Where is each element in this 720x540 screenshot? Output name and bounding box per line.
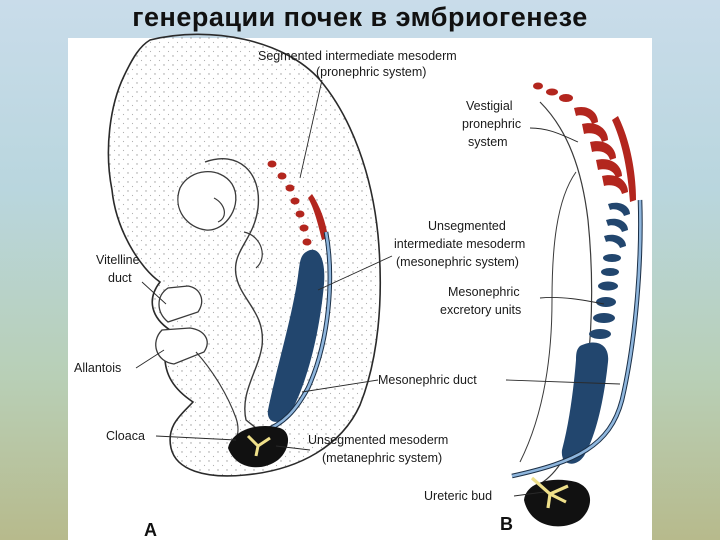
labels: Segmented intermediate mesoderm (proneph… bbox=[74, 49, 525, 540]
mesonephric-unit bbox=[601, 268, 619, 276]
pronephric-unit bbox=[596, 159, 622, 178]
leader-metanephric bbox=[275, 445, 311, 451]
embryo-outline bbox=[107, 33, 382, 477]
pronephric-dot bbox=[267, 160, 277, 168]
mesonephric-column bbox=[561, 342, 609, 464]
pronephric-dot bbox=[299, 224, 309, 232]
pronephric-unit bbox=[590, 141, 616, 160]
label-unsegmented-1: Unsegmented bbox=[428, 219, 506, 233]
mesonephric-units-b bbox=[561, 202, 630, 464]
allantois-shape bbox=[155, 327, 208, 365]
pronephric-dot bbox=[290, 197, 300, 205]
leader-vitelline bbox=[141, 281, 167, 305]
leader-lines bbox=[135, 79, 621, 497]
label-unsegmented-3: (mesonephric system) bbox=[396, 255, 519, 269]
pronephric-cord bbox=[308, 194, 328, 240]
label-meso-units-1: Mesonephric bbox=[448, 285, 520, 299]
mesonephric-duct-a-fill bbox=[261, 231, 332, 434]
pronephric-unit bbox=[533, 82, 543, 90]
leader-unsegmented bbox=[317, 255, 393, 291]
pronephric-dot bbox=[277, 172, 287, 180]
mesonephric-unit bbox=[606, 218, 628, 232]
foregut-loop bbox=[213, 197, 263, 269]
mesonephric-unit bbox=[589, 329, 611, 339]
label-vestigial-3: system bbox=[468, 135, 508, 149]
label-vestigial-2: pronephric bbox=[462, 117, 521, 131]
label-cloaca: Cloaca bbox=[106, 429, 145, 443]
pronephric-dot bbox=[302, 238, 312, 246]
pronephric-tail bbox=[612, 116, 636, 202]
label-segmented-1: Segmented intermediate mesoderm bbox=[258, 49, 457, 63]
leader-cloaca bbox=[155, 435, 237, 441]
vestigial-pronephric-b bbox=[533, 82, 636, 202]
leader-meso-units bbox=[539, 297, 605, 305]
label-allantois: Allantois bbox=[74, 361, 121, 375]
gut-tube bbox=[204, 158, 264, 429]
kidney-column-b bbox=[511, 82, 643, 527]
slide-title: генерации почек в эмбриогенезе bbox=[132, 2, 588, 32]
leader-ureteric bbox=[513, 491, 545, 497]
mesonephric-unit bbox=[596, 297, 616, 307]
label-segmented-2: (pronephric system) bbox=[316, 65, 426, 79]
ureteric-bud-a bbox=[246, 434, 271, 457]
metanephric-mass-b bbox=[524, 479, 591, 527]
heart-region bbox=[177, 171, 237, 231]
pronephric-unit bbox=[559, 94, 573, 102]
leader-segmented bbox=[299, 79, 323, 179]
pronephric-unit bbox=[582, 123, 608, 142]
leader-vestigial bbox=[529, 127, 579, 143]
leader-allantois bbox=[135, 349, 165, 369]
panel-label-a: A bbox=[144, 520, 157, 540]
mesonephric-unit bbox=[604, 234, 626, 248]
label-vestigial-1: Vestigial bbox=[466, 99, 513, 113]
mesonephric-cord-a bbox=[267, 249, 325, 422]
label-vitelline-1: Vitelline bbox=[96, 253, 140, 267]
pronephric-unit bbox=[546, 88, 558, 96]
mesonephric-duct-b-fill bbox=[511, 199, 642, 478]
ureteric-bud-b bbox=[530, 476, 569, 509]
label-vitelline-2: duct bbox=[108, 271, 132, 285]
panel-label-b: B bbox=[500, 514, 513, 534]
mesonephric-unit bbox=[593, 313, 615, 323]
mesonephric-unit bbox=[603, 254, 621, 262]
label-metanephric-2: (metanephric system) bbox=[322, 451, 442, 465]
leader-meso-duct-b bbox=[505, 379, 621, 385]
pronephric-segments-a bbox=[267, 160, 328, 246]
pronephric-unit bbox=[574, 106, 598, 124]
label-meso-units-2: excretory units bbox=[440, 303, 521, 317]
label-mesonephric-duct: Mesonephric duct bbox=[378, 373, 477, 387]
leader-meso-duct bbox=[301, 379, 379, 393]
label-metanephric-1: Unsegmented mesoderm bbox=[308, 433, 448, 447]
pronephric-unit bbox=[602, 175, 628, 194]
embryo-a bbox=[107, 33, 382, 477]
pronephric-dot bbox=[295, 210, 305, 218]
mesonephric-unit bbox=[608, 202, 630, 216]
label-unsegmented-2: intermediate mesoderm bbox=[394, 237, 525, 251]
column-outline-inner-b bbox=[519, 171, 577, 463]
mesonephric-unit bbox=[598, 281, 618, 291]
label-ureteric-bud: Ureteric bud bbox=[424, 489, 492, 503]
pronephric-dot bbox=[285, 184, 295, 192]
